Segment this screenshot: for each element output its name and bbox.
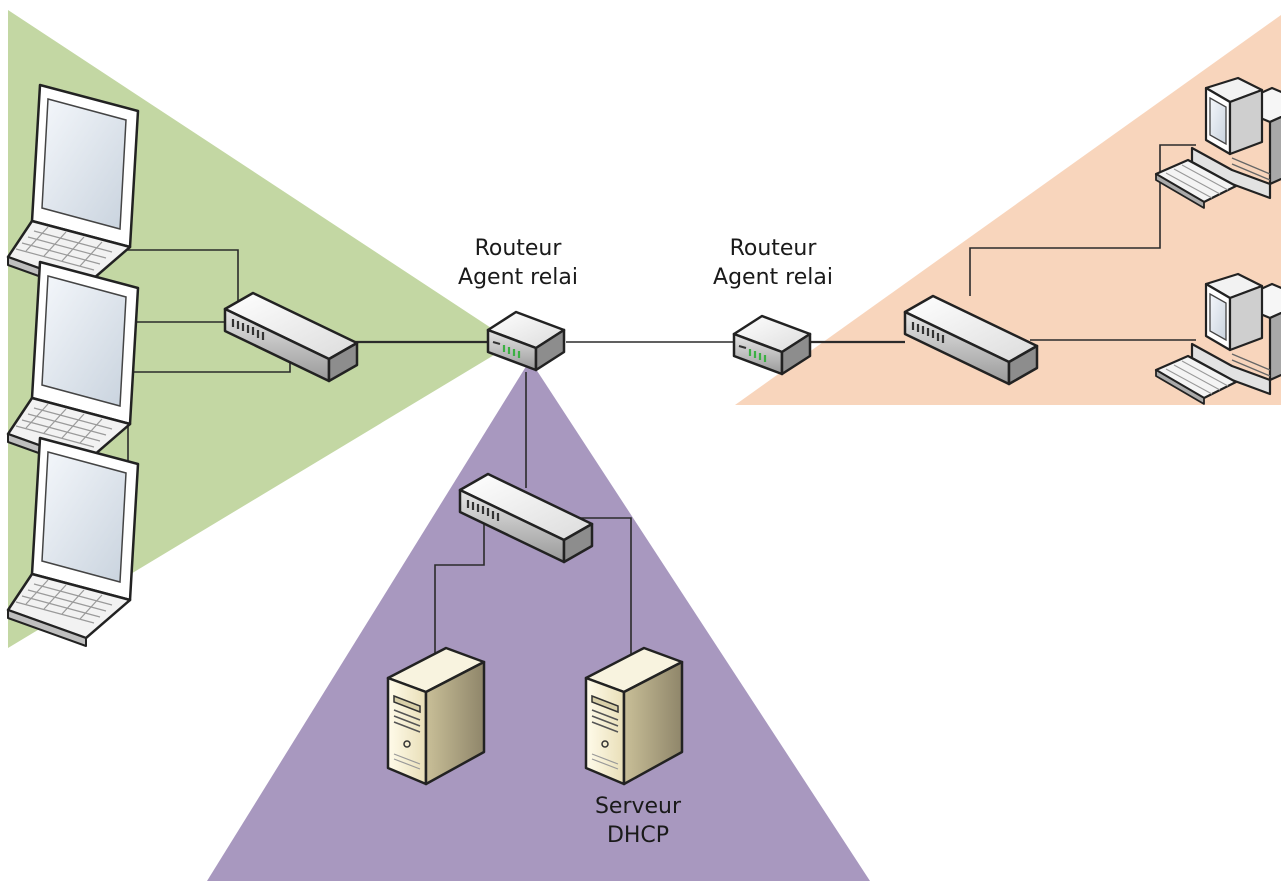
zone-servers [207,360,870,881]
cable-switch-server2 [578,517,632,668]
router-icon [486,310,566,372]
label-dhcp-server-line1: Serveur [594,794,682,819]
label-dhcp-server: Serveur DHCP [568,792,708,850]
zone-desktops [735,15,1281,405]
cable-switch-desktop1 [969,144,1196,296]
label-router-right-line2: Agent relai [713,265,833,290]
label-router-right-line1: Routeur [729,236,817,261]
label-router-left-line2: Agent relai [458,265,578,290]
label-router-left: Routeur Agent relai [438,234,598,292]
label-router-right: Routeur Agent relai [693,234,853,292]
label-dhcp-server-line2: DHCP [606,823,670,848]
label-router-left-line1: Routeur [474,236,562,261]
cable-switch-server1 [434,512,485,672]
